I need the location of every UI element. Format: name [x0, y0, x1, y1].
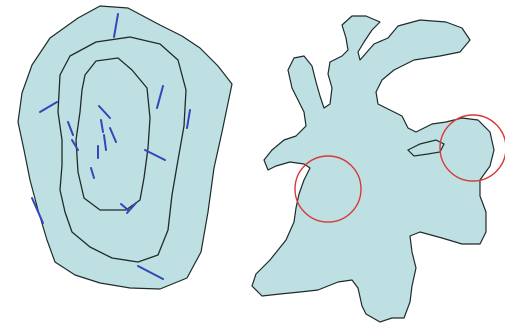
left-outer-boundary: [18, 6, 232, 289]
right-figure: [252, 16, 505, 322]
right-shape-boundary: [252, 16, 494, 322]
left-figure: [18, 6, 232, 289]
